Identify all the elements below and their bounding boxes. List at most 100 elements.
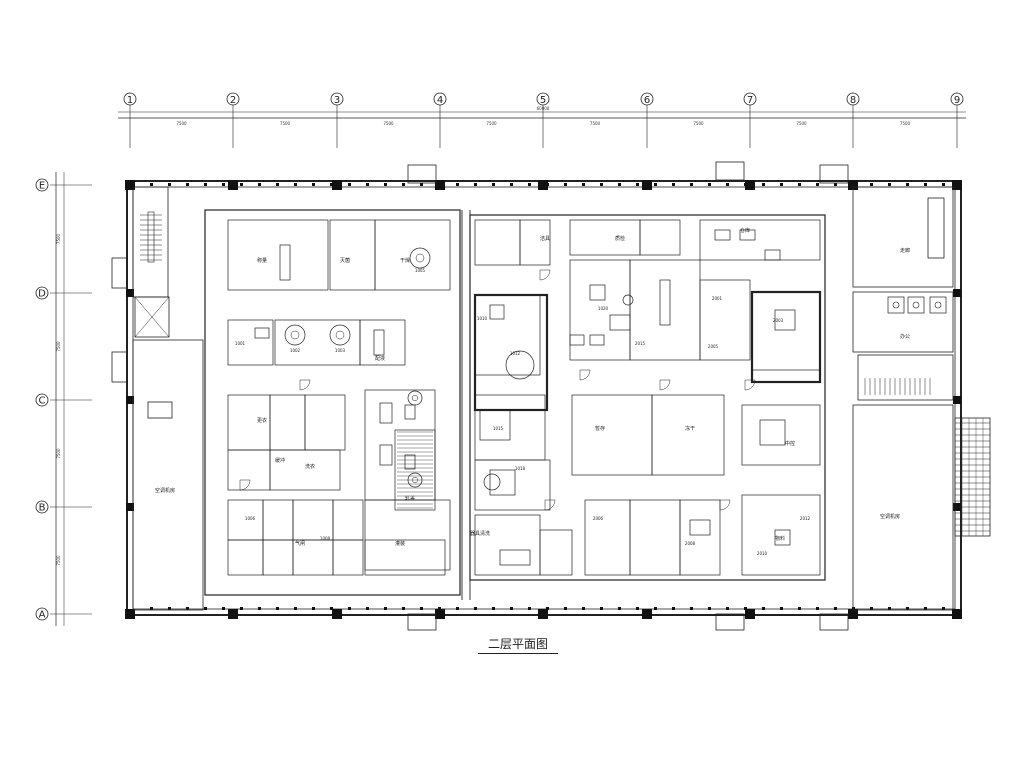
building-walls (111, 161, 962, 631)
wall-mullion (600, 183, 603, 186)
wall-mullion (708, 607, 711, 610)
equipment-code: 2003 (773, 318, 784, 323)
door-swing (239, 479, 251, 491)
wall-mullion (870, 183, 873, 186)
room-label: 空调机房 (155, 487, 175, 494)
machine-box (489, 469, 516, 496)
stair-core (132, 186, 169, 298)
elevator-cross (134, 296, 170, 338)
room-partition (332, 539, 364, 576)
room-partition (374, 219, 451, 291)
machine-box (609, 314, 631, 331)
wall-mullion (456, 607, 459, 610)
wall-mullion (150, 607, 153, 610)
wall-mullion (870, 607, 873, 610)
equipment-code: 1018 (515, 466, 526, 471)
right-room-top (852, 186, 954, 288)
room-partition (651, 394, 725, 476)
wall-mullion (798, 183, 801, 186)
plan-title: 二层平面图 (478, 635, 558, 654)
wall-mullion (474, 183, 477, 186)
grid-bubble (743, 92, 757, 106)
room-label: 干燥 (400, 257, 410, 264)
wall-mullion (942, 607, 945, 610)
wall-mullion (690, 183, 693, 186)
wall-mullion (762, 607, 765, 610)
room-partition (269, 449, 341, 491)
wall-projection (111, 351, 128, 383)
wall-mullion (528, 183, 531, 186)
wall-mullion (204, 607, 207, 610)
machine-box (739, 229, 756, 241)
wall-mullion (168, 607, 171, 610)
structural-column (538, 609, 548, 619)
wall-mullion (582, 607, 585, 610)
dimension-text: 7500 (693, 121, 704, 126)
vessel-inner-circle (415, 253, 425, 263)
wall-mullion (798, 607, 801, 610)
room-partition (274, 319, 361, 366)
wall-projection (819, 613, 849, 631)
wall-mullion (402, 607, 405, 610)
right-stair (857, 354, 954, 401)
room-partition (227, 539, 264, 576)
room-partition (741, 494, 821, 576)
wall-mullion (744, 183, 747, 186)
door-swing (544, 499, 556, 511)
wall-mullion (726, 607, 729, 610)
room-partition (292, 499, 334, 541)
room-label: 仓库 (740, 227, 750, 234)
vessel-inner-circle (290, 330, 300, 340)
grid-bubble (640, 92, 654, 106)
wall-mullion (384, 183, 387, 186)
wall-mullion (942, 183, 945, 186)
dimension-text: 7500 (56, 233, 61, 244)
machine-box (764, 249, 781, 261)
equipment-code: 2005 (708, 344, 719, 349)
grid-bubble (35, 178, 49, 192)
wall-mullion (672, 183, 675, 186)
wall-mullion (294, 183, 297, 186)
grid-column-label: 7 (747, 95, 753, 106)
wall-mullion (690, 607, 693, 610)
room-partition (474, 514, 541, 576)
dimension-text: 7500 (56, 555, 61, 566)
machine-box (379, 402, 393, 424)
structural-column (126, 396, 134, 404)
wall-mullion (564, 183, 567, 186)
room-label: 轧盖 (405, 495, 415, 502)
left-ahu-room (132, 339, 204, 611)
structural-column (126, 503, 134, 511)
machine-box (373, 329, 385, 356)
wall-mullion (780, 183, 783, 186)
dimension-text: 7500 (280, 121, 291, 126)
wall-mullion (636, 183, 639, 186)
machine-box (589, 334, 605, 346)
room-partition (571, 394, 653, 476)
grid-bubble (123, 92, 137, 106)
structural-column (953, 396, 961, 404)
equipment-code: 1020 (598, 306, 609, 311)
wall-mullion (456, 183, 459, 186)
grid-bubble (35, 286, 49, 300)
vessel-circle (622, 294, 634, 306)
wall-mullion (528, 607, 531, 610)
dimension-text: 7500 (176, 121, 187, 126)
door-swing (744, 379, 756, 391)
room-partition (474, 294, 541, 376)
room-partition (569, 219, 641, 256)
structural-column (332, 180, 342, 190)
wall-mullion (222, 607, 225, 610)
grid-bubble (536, 92, 550, 106)
wall-mullion (636, 607, 639, 610)
outer-wall-inner (132, 186, 956, 610)
grid-bubble (35, 393, 49, 407)
duct-opening (147, 401, 173, 419)
structural-column (848, 609, 858, 619)
wall-mullion (222, 183, 225, 186)
vessel-circle (409, 247, 431, 269)
wall-mullion (726, 183, 729, 186)
wall-mullion (906, 183, 909, 186)
